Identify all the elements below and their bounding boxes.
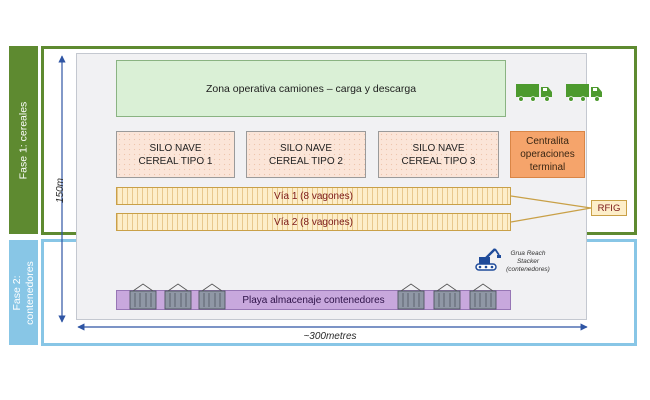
phase-1-label: Fase 1: cereales [17, 101, 29, 179]
phase-1-tab: Fase 1: cereales [9, 46, 38, 234]
crane-label-line1: Grua Reach [510, 250, 546, 257]
width-dimension-label: ~300metres [280, 329, 380, 343]
track-2-label: Vía 2 (8 vagones) [274, 216, 353, 228]
silo-3: SILO NAVE CEREAL TIPO 3 [378, 131, 499, 178]
height-dimension-label: 150m [46, 175, 76, 205]
truck-operations-zone: Zona operativa camiones – carga y descar… [116, 60, 506, 117]
rfig-box: RFIG [591, 200, 627, 216]
track-1: Vía 1 (8 vagones) [116, 187, 511, 205]
phase-2-label: Fase 2: contenedores [11, 261, 37, 325]
silo-1-line1: SILO NAVE [149, 142, 202, 154]
control-center-line1: Centralita [526, 136, 569, 147]
rfig-label: RFIG [597, 202, 621, 214]
silo-2-line2: CEREAL TIPO 2 [269, 155, 343, 167]
silo-3-line2: CEREAL TIPO 3 [401, 155, 476, 167]
crane-label-line2: Stacker [516, 258, 540, 265]
height-dimension-text: 150m [55, 177, 67, 203]
crane-label: Grua Reach Stacker (contenedores) [497, 250, 559, 276]
control-center: Centralita operaciones terminal [510, 131, 585, 178]
silo-3-line1: SILO NAVE [412, 142, 465, 154]
silo-1: SILO NAVE CEREAL TIPO 1 [116, 131, 235, 178]
track-1-label: Vía 1 (8 vagones) [274, 190, 353, 202]
container-yard-label: Playa almacenaje contenedores [242, 294, 385, 306]
control-center-line2: operaciones [520, 149, 575, 160]
silo-1-line2: CEREAL TIPO 1 [138, 155, 213, 167]
width-dimension-text: ~300metres [303, 330, 357, 342]
phase-2-label-line2: contenedores [23, 260, 36, 325]
container-yard: Playa almacenaje contenedores [116, 290, 511, 310]
control-center-line3: terminal [529, 162, 566, 173]
track-2: Vía 2 (8 vagones) [116, 213, 511, 231]
phase-2-label-line1: Fase 2: [10, 274, 23, 311]
truck-operations-zone-label: Zona operativa camiones – carga y descar… [205, 82, 417, 95]
phase-2-tab: Fase 2: contenedores [9, 240, 38, 345]
crane-label-line3: (contenedores) [506, 266, 550, 273]
silo-2: SILO NAVE CEREAL TIPO 2 [246, 131, 366, 178]
silo-2-line1: SILO NAVE [279, 142, 333, 154]
